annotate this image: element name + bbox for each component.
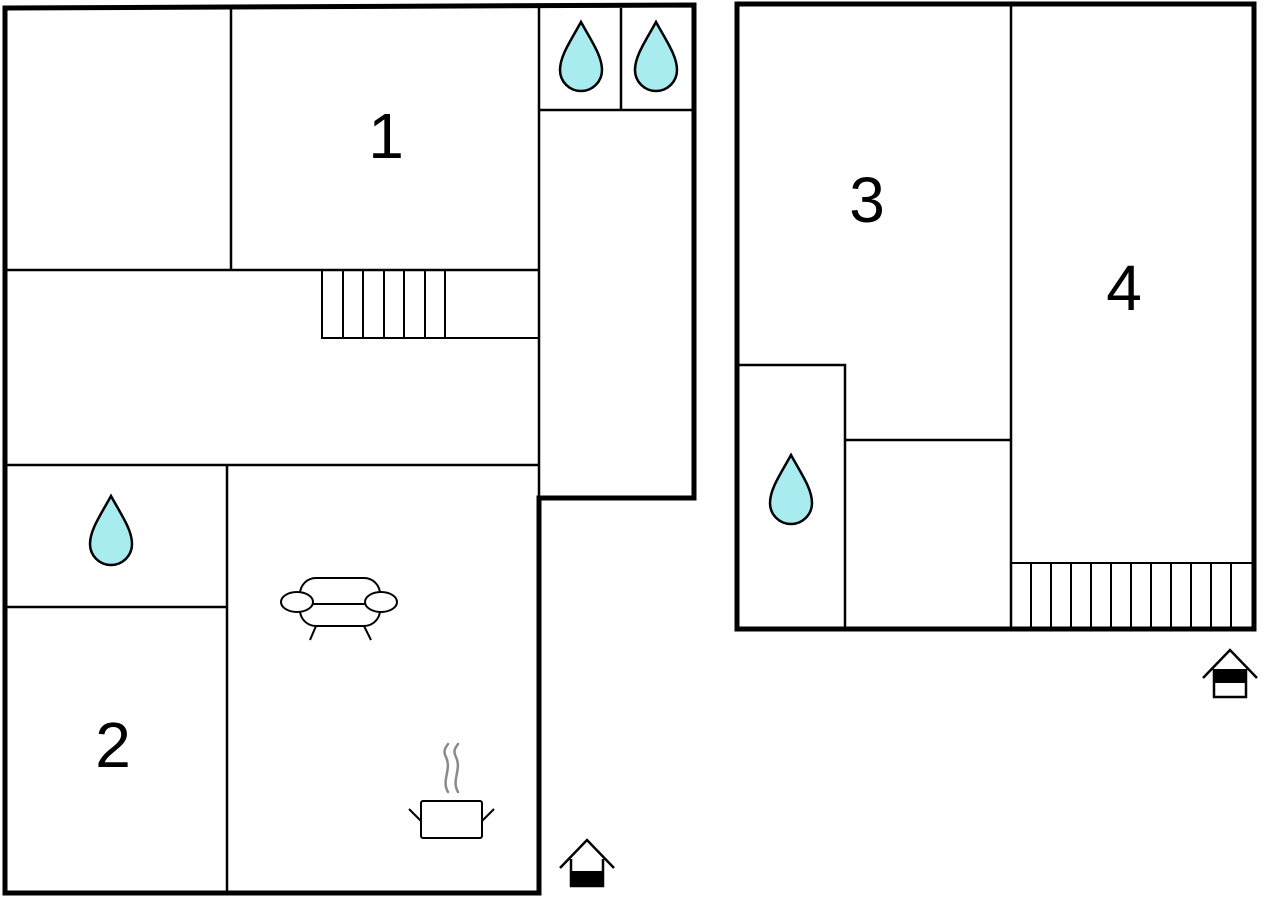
sofa-icon — [280, 577, 398, 641]
ground-floor: 1 2 — [2, 2, 697, 896]
water-drop-icon — [88, 493, 134, 567]
cooking-pot-icon — [408, 742, 495, 839]
water-drop-icon — [768, 452, 814, 526]
room-label-2: 2 — [95, 709, 131, 781]
room-label-1: 1 — [368, 100, 404, 172]
wall — [737, 363, 847, 629]
room-label-4: 4 — [1106, 252, 1142, 324]
house-entrance-icon — [1202, 648, 1258, 699]
upper-floor: 3 4 — [734, 1, 1258, 699]
stairs-icon — [321, 270, 539, 339]
water-drop-icon — [633, 19, 679, 93]
house-entrance-icon — [559, 838, 615, 888]
stairs-icon — [1011, 562, 1254, 629]
water-drop-icon — [558, 19, 604, 93]
upper-floor-outer-wall — [734, 1, 1257, 632]
room-label-3: 3 — [849, 164, 885, 236]
